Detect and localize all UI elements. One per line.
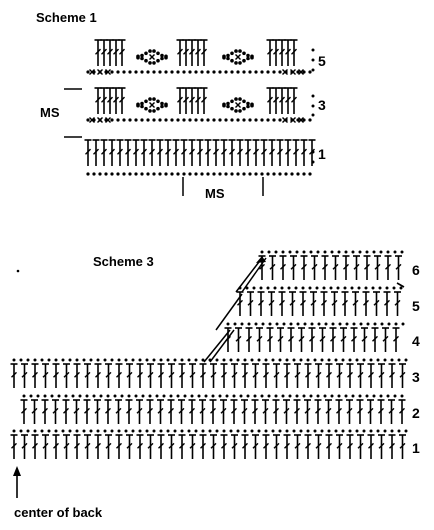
scheme3-row1-stitches (10, 429, 408, 459)
scheme1-row3-stitches (86, 87, 312, 123)
scheme3-row-3: 3 (412, 369, 420, 385)
scheme1-row-3: 3 (318, 97, 326, 113)
scheme1-title: Scheme 1 (36, 10, 97, 25)
scheme3-row-6: 6 (412, 262, 420, 278)
scheme1-row-dots (311, 48, 315, 164)
scheme3-corner-mark (16, 269, 405, 288)
scheme1-ms-brackets (64, 88, 264, 196)
scheme3-title: Scheme 3 (93, 254, 154, 269)
center-of-back-arrow (13, 466, 21, 498)
scheme3-row4-stitches (224, 322, 405, 352)
scheme3-row3-stitches (10, 358, 408, 388)
center-of-back-label: center of back (14, 505, 103, 520)
scheme3-row6-stitches (258, 250, 404, 280)
scheme3-row-5: 5 (412, 298, 420, 314)
scheme1-row-1: 1 (318, 146, 326, 162)
scheme1-ms-bottom-label: MS (205, 186, 225, 201)
scheme3-row-4: 4 (412, 333, 420, 349)
scheme1-row1-stitches (84, 139, 316, 176)
scheme3-row-1: 1 (412, 440, 420, 456)
scheme3-row2-stitches (20, 394, 406, 424)
scheme3-decrease-lines (203, 256, 267, 363)
scheme1-ms-left-label: MS (40, 105, 60, 120)
scheme1-row-5: 5 (318, 53, 326, 69)
scheme1-row5-stitches (86, 39, 312, 75)
scheme3-row-2: 2 (412, 405, 420, 421)
scheme3-row5-stitches (236, 286, 403, 316)
